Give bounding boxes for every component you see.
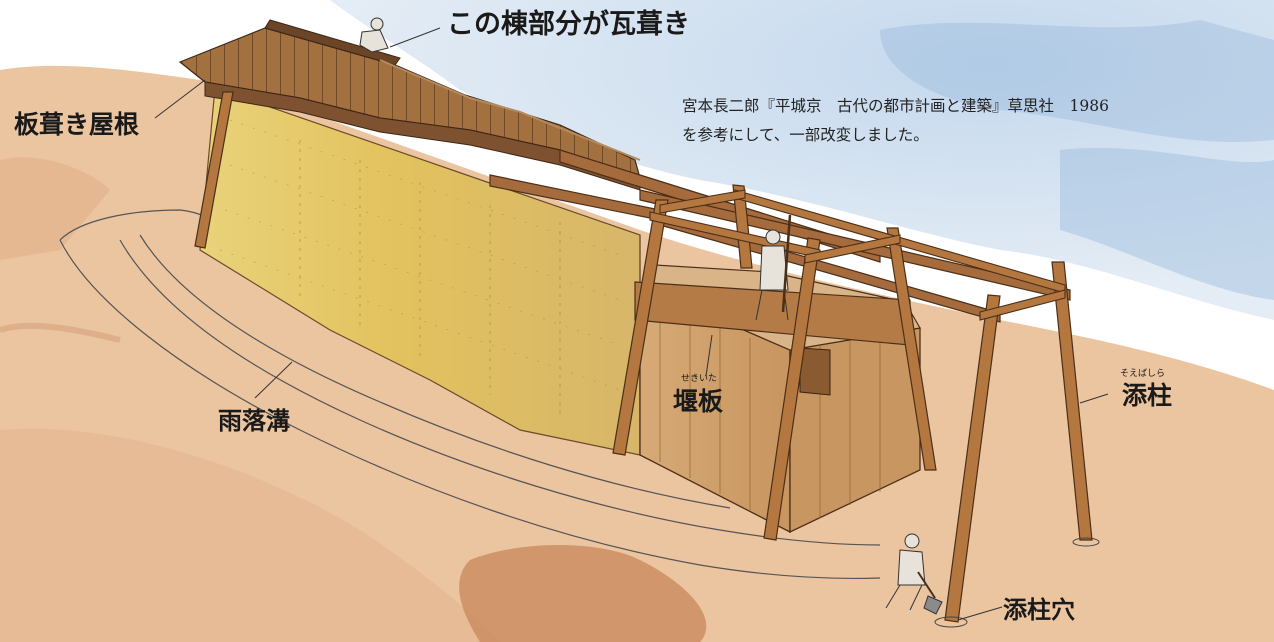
sky: [330, 0, 1274, 320]
roof-tile-label: この棟部分が瓦葺き: [447, 9, 690, 40]
support-pole-reading: そえばしら: [1120, 369, 1166, 379]
support-pole-label: 添柱: [1122, 381, 1173, 410]
source-credit: 宮本長二郎『平城京 古代の都市計画と建築』草思社 1986 を参考にして、一部改…: [682, 92, 1109, 150]
worker-tamping: [755, 214, 792, 321]
board-roof-label: 板葺き屋根: [14, 110, 140, 139]
weir-board-label: 堰板: [673, 387, 724, 416]
rain-ditch-label: 雨落溝: [218, 407, 290, 435]
worker-on-roof: [359, 17, 389, 53]
pole-holes: [934, 537, 1100, 628]
leader-lines: [154, 27, 1109, 621]
pole-hole-label: 添柱穴: [1003, 596, 1075, 624]
weir-board-reading: せきいた: [681, 374, 718, 384]
credit-line-2: を参考にして、一部改変しました。: [682, 126, 929, 144]
credit-line-1: 宮本長二郎『平城京 古代の都市計画と建築』草思社 1986: [682, 97, 1109, 115]
formwork-box: [634, 264, 921, 534]
board-roof: [178, 19, 641, 191]
worker-digging: [885, 533, 943, 615]
rain-ditch: [59, 209, 881, 580]
pole-crossbeams: [649, 189, 1066, 321]
support-poles: [194, 91, 1093, 623]
